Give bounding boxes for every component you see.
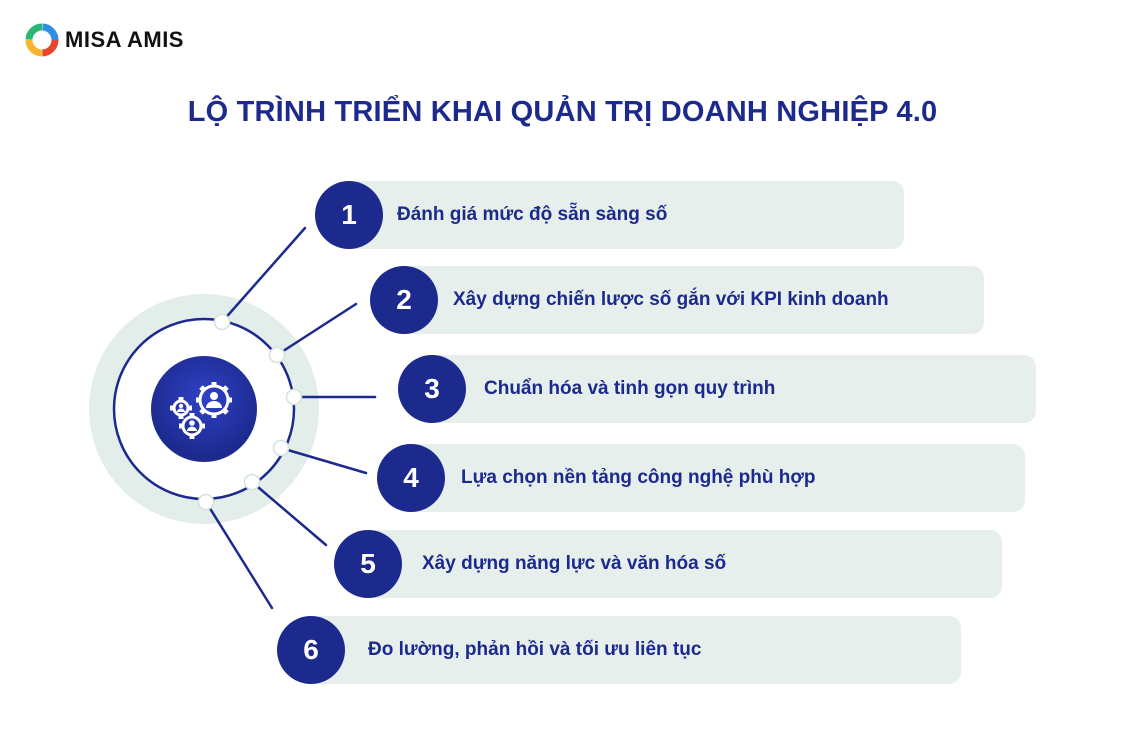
step-card-3 — [428, 355, 1036, 423]
step-number-1: 1 — [315, 181, 383, 249]
step-number-3: 3 — [398, 355, 466, 423]
step-card-6 — [307, 616, 961, 684]
connector-node-1 — [213, 313, 231, 331]
brand-name: MISA AMIS — [65, 27, 184, 52]
step-number-2: 2 — [370, 266, 438, 334]
step-number-6: 6 — [277, 616, 345, 684]
connector-node-3 — [285, 388, 303, 406]
step-label-5: Xây dựng năng lực và văn hóa số — [422, 553, 727, 574]
step-card-2 — [400, 266, 984, 334]
connector-node-5 — [243, 473, 261, 491]
connector-node-2 — [268, 346, 286, 364]
step-label-6: Đo lường, phản hồi và tối ưu liên tục — [368, 639, 702, 660]
connector-line-6 — [204, 500, 274, 610]
step-number-5: 5 — [334, 530, 402, 598]
connector-node-4 — [272, 439, 290, 457]
step-label-1: Đánh giá mức độ sẵn sàng số — [397, 204, 668, 225]
step-number-4: 4 — [377, 444, 445, 512]
connector-line-2 — [275, 302, 358, 357]
hub-icon-circle — [151, 356, 257, 462]
step-label-3: Chuẩn hóa và tinh gọn quy trình — [484, 378, 776, 399]
connector-line-4 — [279, 446, 368, 475]
step-card-5 — [364, 530, 1002, 598]
misa-amis-logo-icon — [25, 23, 59, 57]
brand-logo[interactable]: MISA AMIS — [24, 22, 184, 58]
connector-line-5 — [250, 480, 328, 547]
step-card-1 — [345, 181, 904, 249]
step-label-2: Xây dựng chiến lược số gắn với KPI kinh … — [453, 289, 889, 310]
step-card-4 — [407, 444, 1025, 512]
gears-people-icon — [170, 382, 232, 439]
step-label-4: Lựa chọn nền tảng công nghệ phù hợp — [461, 467, 816, 488]
page-title: LỘ TRÌNH TRIỂN KHAI QUẢN TRỊ DOANH NGHIỆ… — [187, 96, 938, 128]
connector-line-1 — [220, 226, 307, 324]
connector-node-6 — [197, 493, 215, 511]
